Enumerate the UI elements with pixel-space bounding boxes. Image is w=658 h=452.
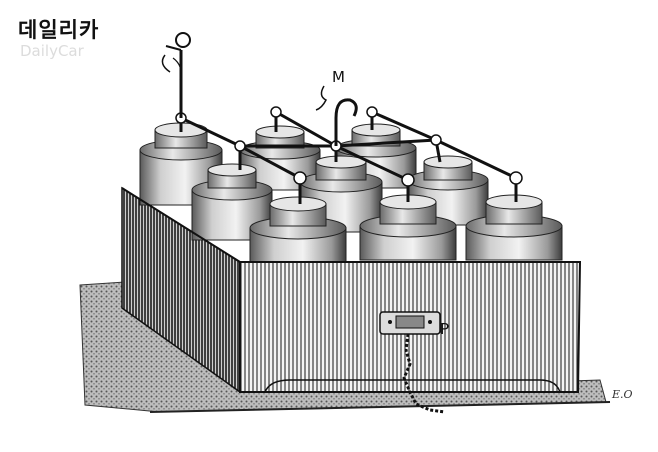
chain: [402, 333, 446, 414]
switch-knob: [161, 32, 191, 118]
label-p: P: [440, 320, 449, 338]
label-m: M: [332, 68, 345, 86]
lock-plate: [379, 311, 441, 335]
jar-mid-3: [407, 155, 489, 226]
engraver-signature: E.O: [611, 388, 633, 401]
watermark-brand-sub: DailyCar: [20, 42, 84, 60]
watermark-brand: 데일리카: [18, 18, 100, 42]
connecting-rods: [179, 110, 518, 204]
rod-knobs: [175, 106, 523, 187]
hook-m: [315, 85, 358, 146]
jar-front-2: [359, 194, 457, 261]
jar-front-3: [465, 194, 563, 261]
jar-front-1: [249, 196, 347, 263]
